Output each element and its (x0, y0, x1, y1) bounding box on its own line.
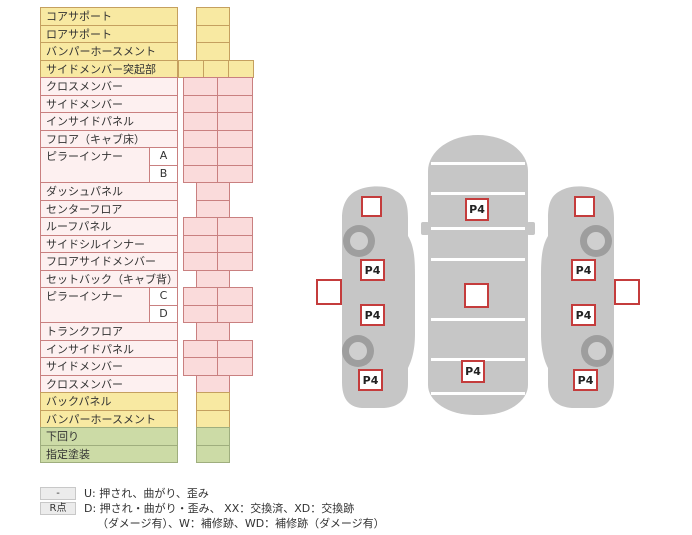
damage-marker: P4 (571, 304, 596, 326)
sub-row-label: C (149, 287, 178, 306)
legend-row: （ダメージ有）、W：補修跡、WD：補修跡（ダメージ有） (97, 517, 385, 530)
wheel-icon (343, 225, 375, 257)
wheel-hub-icon (587, 232, 605, 250)
part-row: サイドメンバー突起部 (40, 59, 254, 78)
panel-divider (431, 227, 525, 230)
part-row: バンパーホースメント (40, 409, 254, 428)
sub-row-label: A (149, 147, 178, 166)
empty-damage-box (614, 279, 640, 305)
legend-text: U: 押され、曲がり、歪み (84, 487, 209, 500)
part-label: ピラーインナー (40, 287, 150, 323)
part-row: インサイドパネル (40, 339, 254, 358)
empty-damage-box (574, 196, 595, 217)
damage-marker: P4 (360, 304, 385, 326)
panel-divider (431, 258, 525, 261)
legend-row: R点 D: 押され・曲がり・歪み、 XX：交換済、XD：交換跡 (40, 502, 385, 515)
wheel-hub-icon (349, 342, 367, 360)
damage-marker: P4 (573, 369, 598, 391)
wheel-icon (581, 335, 613, 367)
panel-divider (431, 392, 525, 395)
wheel-hub-icon (350, 232, 368, 250)
part-row: コアサポート (40, 7, 254, 26)
damage-marker: P4 (358, 369, 383, 391)
parts-table: コアサポート ロアサポート バンパーホースメント サイドメンバー突起部 クロスメ… (40, 7, 254, 463)
sub-row-labels: A B (149, 147, 178, 183)
part-label: ルーフパネル (40, 217, 178, 236)
part-row: センターフロア (40, 199, 254, 218)
damage-cell (217, 252, 253, 271)
panel-divider (431, 318, 525, 321)
damage-legend: - U: 押され、曲がり、歪み R点 D: 押され・曲がり・歪み、 XX：交換済… (40, 487, 385, 532)
wheel-icon (580, 225, 612, 257)
damage-marker: P4 (461, 360, 485, 383)
empty-damage-box (361, 196, 382, 217)
empty-damage-box (316, 279, 342, 305)
part-row: 下回り (40, 427, 254, 446)
part-label: サイドメンバー (40, 94, 178, 113)
part-label: インサイドパネル (40, 339, 178, 358)
part-label: バックパネル (40, 392, 178, 411)
part-label: ピラーインナー (40, 147, 150, 183)
part-label: バンパーホースメント (40, 409, 178, 428)
panel-divider (431, 192, 525, 195)
legend-text: （ダメージ有）、W：補修跡、WD：補修跡（ダメージ有） (97, 517, 385, 530)
legend-key-badge: - (40, 487, 76, 500)
part-row: フロア（キャブ床） (40, 129, 254, 148)
wheel-icon (342, 335, 374, 367)
damage-cell (217, 357, 253, 376)
part-row-group: ピラーインナー C D (40, 287, 254, 323)
legend-text: D: 押され・曲がり・歪み、 XX：交換済、XD：交換跡 (84, 502, 355, 515)
left-mirror-icon (421, 222, 429, 235)
empty-damage-box (464, 283, 489, 308)
part-row: バックパネル (40, 392, 254, 411)
part-label: センターフロア (40, 199, 178, 218)
legend-key-badge: R点 (40, 502, 76, 515)
legend-row: - U: 押され、曲がり、歪み (40, 487, 385, 500)
damage-cell (196, 444, 230, 463)
panel-divider (431, 162, 525, 165)
wheel-hub-icon (588, 342, 606, 360)
damage-cell (217, 304, 253, 323)
part-label: バンパーホースメント (40, 42, 178, 61)
right-mirror-icon (527, 222, 535, 235)
panel-divider (431, 358, 525, 361)
damage-marker: P4 (360, 259, 385, 281)
damage-cell (217, 164, 253, 183)
part-row: ルーフパネル (40, 217, 254, 236)
part-label: サイドメンバー突起部 (40, 59, 178, 78)
part-row: サイドメンバー (40, 94, 254, 113)
part-row: バンパーホースメント (40, 42, 254, 61)
part-row: 指定塗装 (40, 444, 254, 463)
part-label: 指定塗装 (40, 444, 178, 463)
part-row-group: ピラーインナー A B (40, 147, 254, 183)
damage-marker: P4 (465, 198, 489, 221)
damage-marker: P4 (571, 259, 596, 281)
